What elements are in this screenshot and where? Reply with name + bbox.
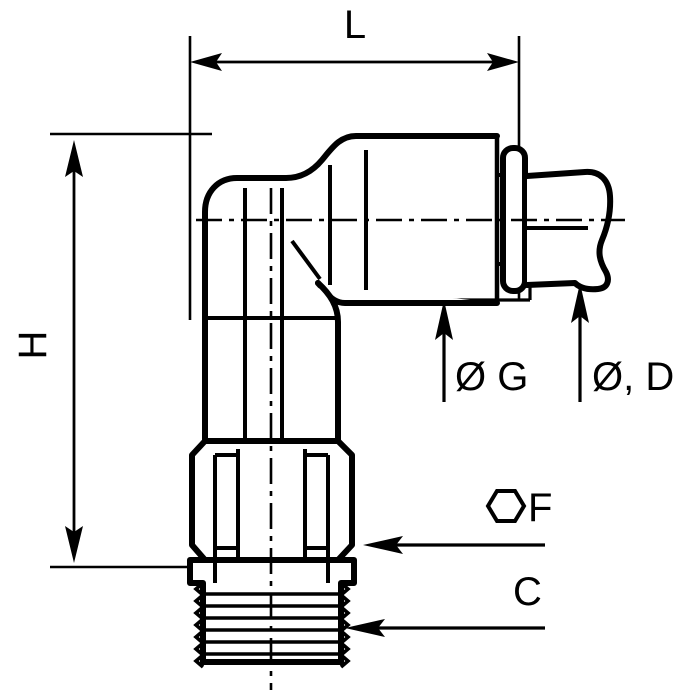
dimension-label-F: F: [528, 486, 552, 530]
dimension-F: F: [363, 486, 552, 554]
dimension-label-D: Ø, D: [592, 355, 674, 399]
arrow-head-L-left: [190, 53, 222, 71]
dimension-G: Ø G: [435, 300, 528, 402]
part-elbow-body: [202, 133, 500, 458]
arrow-head-C: [345, 619, 385, 637]
arrow-head-G: [435, 300, 453, 340]
hexagon-icon: [485, 489, 527, 523]
arrow-head-F: [363, 536, 403, 554]
tube-stub-outline: [524, 168, 614, 293]
dimension-label-G: Ø G: [455, 355, 528, 399]
arrow-head-L-right: [487, 53, 519, 71]
elbow-inner-fillet: [315, 280, 341, 458]
internal-bore-lines: [205, 150, 368, 583]
dimension-label-C: C: [513, 570, 542, 614]
arrow-head-D: [571, 283, 589, 323]
part-tube-stub: [524, 168, 614, 293]
dimension-L: L: [190, 3, 519, 71]
center-lines: [196, 188, 625, 690]
dimension-D: Ø, D: [571, 283, 674, 402]
thread-flank-right: [338, 581, 351, 669]
arrow-head-H-top: [65, 140, 83, 177]
arrow-head-H-bottom: [65, 526, 83, 563]
elbow-diagonal-detail: [290, 239, 322, 281]
thread-flank-left: [193, 581, 206, 669]
dimension-H: H: [11, 140, 83, 563]
dimension-label-H: H: [11, 331, 55, 360]
dimension-label-L: L: [344, 3, 366, 47]
dimension-C: C: [345, 570, 545, 637]
